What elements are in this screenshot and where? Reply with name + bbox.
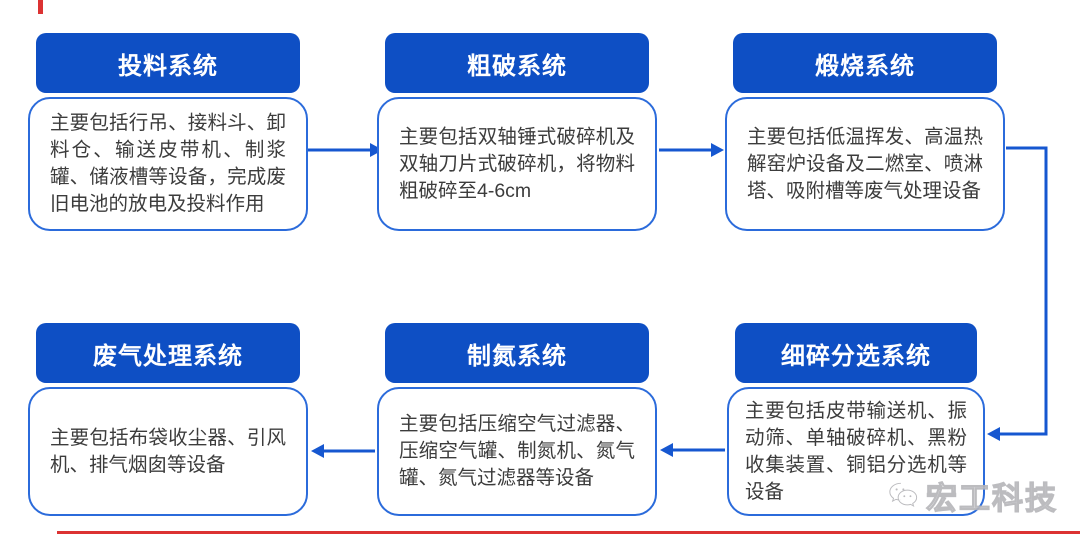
box-description-text: 主要包括低温挥发、高温热解窑炉设备及二燃室、喷淋塔、吸附槽等废气处理设备 [747, 125, 983, 202]
box-title: 煅烧系统 [733, 33, 997, 93]
box-fine-crushing-sorting-system: 细碎分选系统 主要包括皮带输送机、振动筛、单轴破碎机、黑粉收集装置、铜铝分选机等… [727, 323, 985, 516]
box-description: 主要包括压缩空气过滤器、压缩空气罐、制氮机、氮气罐、氮气过滤器等设备 [377, 387, 657, 516]
arrowhead-left-icon [660, 443, 673, 457]
box-title: 投料系统 [36, 33, 300, 93]
arrowhead-left-icon [987, 427, 1000, 441]
box-description: 主要包括低温挥发、高温热解窑炉设备及二燃室、喷淋塔、吸附槽等废气处理设备 [725, 97, 1005, 231]
box-description: 主要包括行吊、接料斗、卸料仓、输送皮带机、制浆罐、储液槽等设备，完成废旧电池的放… [28, 97, 308, 231]
arrowhead-right-icon [711, 143, 724, 157]
arrow-calcine-to-fine [1000, 146, 1048, 436]
red-accent-tick [38, 0, 43, 14]
arrowhead-left-icon [311, 444, 324, 458]
wechat-logo-icon [889, 482, 918, 507]
box-description-text: 主要包括双轴锤式破碎机及双轴刀片式破碎机，将物料粗破碎至4-6cm [399, 125, 635, 202]
box-description-text: 主要包括压缩空气过滤器、压缩空气罐、制氮机、氮气罐、氮气过滤器等设备 [399, 413, 635, 489]
box-description: 主要包括皮带输送机、振动筛、单轴破碎机、黑粉收集装置、铜铝分选机等设备 [727, 387, 985, 516]
box-description-text: 主要包括皮带输送机、振动筛、单轴破碎机、黑粉收集装置、铜铝分选机等设备 [745, 399, 967, 503]
box-title: 细碎分选系统 [735, 323, 977, 383]
red-divider-rule [57, 531, 1080, 534]
box-nitrogen-system: 制氮系统 主要包括压缩空气过滤器、压缩空气罐、制氮机、氮气罐、氮气过滤器等设备 [377, 323, 657, 516]
box-description-text: 主要包括行吊、接料斗、卸料仓、输送皮带机、制浆罐、储液槽等设备，完成废旧电池的放… [50, 112, 286, 215]
box-description-text: 主要包括布袋收尘器、引风机、排气烟囱等设备 [50, 426, 286, 476]
box-feeding-system: 投料系统 主要包括行吊、接料斗、卸料仓、输送皮带机、制浆罐、储液槽等设备，完成废… [28, 33, 308, 231]
box-description: 主要包括双轴锤式破碎机及双轴刀片式破碎机，将物料粗破碎至4-6cm [377, 97, 657, 231]
watermark-text: 宏工科技 [925, 480, 1058, 516]
box-description: 主要包括布袋收尘器、引风机、排气烟囱等设备 [28, 387, 308, 516]
box-coarse-crushing-system: 粗破系统 主要包括双轴锤式破碎机及双轴刀片式破碎机，将物料粗破碎至4-6cm [377, 33, 657, 231]
box-waste-gas-treatment-system: 废气处理系统 主要包括布袋收尘器、引风机、排气烟囱等设备 [28, 323, 308, 516]
box-title: 废气处理系统 [36, 323, 300, 383]
watermark: 宏工科技 [888, 472, 1058, 518]
box-title: 粗破系统 [385, 33, 649, 93]
box-calcination-system: 煅烧系统 主要包括低温挥发、高温热解窑炉设备及二燃室、喷淋塔、吸附槽等废气处理设… [725, 33, 1005, 231]
box-title: 制氮系统 [385, 323, 649, 383]
